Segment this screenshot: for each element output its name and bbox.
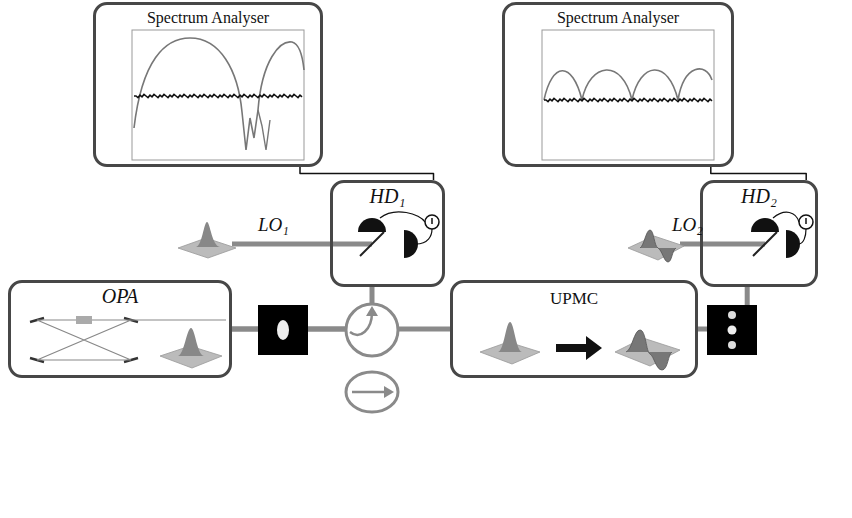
noise-trace	[134, 38, 304, 150]
shot-noise-trace	[544, 98, 712, 101]
bow-tie-cavity	[30, 316, 226, 362]
shot-noise-trace	[134, 94, 302, 97]
homodyne-detector-box: HD₂	[700, 180, 818, 287]
node-title: Spectrum Analyser	[147, 9, 269, 27]
beam-image-gaussian	[258, 305, 308, 355]
signal-wire	[300, 167, 434, 180]
node-title: HD₂	[741, 185, 777, 208]
homodyne-detector-box: HD₁	[330, 180, 445, 287]
node-title: UPMC	[550, 289, 598, 309]
gaussian-mode-icon	[178, 222, 236, 258]
lo-beam	[680, 242, 765, 247]
noise-trace	[544, 69, 712, 100]
homodyne-detector-parts	[751, 212, 813, 258]
optical-isolator	[346, 372, 398, 412]
mode-conversion-icons	[480, 322, 680, 370]
node-title: Spectrum Analyser	[557, 9, 679, 27]
spectrum-analyser-box: Spectrum Analyser	[502, 2, 734, 167]
node-title: OPA	[102, 285, 138, 308]
gaussian-mode-icon	[160, 328, 222, 368]
lo-beam	[232, 242, 372, 247]
noise-trace	[258, 110, 270, 150]
local-oscillator-label: LO₂	[672, 214, 703, 236]
beam-image-hermite-gauss	[707, 305, 757, 355]
mode-converter-box: UPMC	[450, 280, 698, 378]
optical-circulator	[346, 304, 398, 356]
homodyne-detector-parts	[358, 212, 439, 258]
screen-frame	[542, 30, 714, 160]
opa-box: OPA	[8, 280, 232, 378]
node-title: HD₁	[370, 185, 406, 208]
spectrum-analyser-box: Spectrum Analyser	[93, 2, 323, 167]
local-oscillator-label: LO₁	[258, 214, 289, 236]
screen-frame	[132, 30, 304, 160]
signal-wire	[711, 167, 806, 180]
